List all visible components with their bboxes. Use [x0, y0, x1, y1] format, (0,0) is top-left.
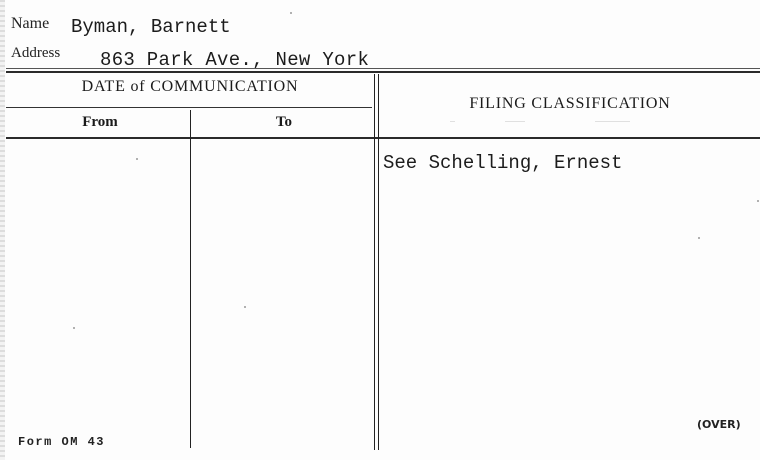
address-value: 863 Park Ave., New York: [100, 49, 370, 71]
name-value: Byman, Barnett: [71, 16, 231, 38]
address-underline: [6, 68, 760, 69]
from-to-divider: [190, 110, 191, 448]
from-column-header: From: [82, 114, 118, 130]
speck: [757, 200, 759, 202]
filing-classification-header: FILING CLASSIFICATION: [469, 95, 671, 112]
speck: [290, 12, 292, 14]
date-header-rule: [6, 107, 372, 108]
name-label: Name: [11, 15, 50, 32]
form-number: Form OM 43: [18, 435, 106, 449]
speck: [698, 237, 700, 239]
faint-marks: [445, 117, 645, 135]
speck: [136, 158, 138, 160]
address-label: Address: [11, 45, 61, 61]
column-header-rule: [6, 137, 760, 139]
date-of-communication-header: DATE of COMMUNICATION: [81, 78, 299, 95]
card-edge: [0, 0, 5, 460]
filing-entry: See Schelling, Ernest: [383, 152, 623, 174]
top-rule: [6, 71, 760, 73]
speck: [244, 306, 246, 308]
over-label: (OVER): [697, 418, 741, 431]
speck: [73, 327, 75, 329]
to-column-header: To: [275, 114, 293, 130]
date-filing-divider: [374, 74, 379, 450]
